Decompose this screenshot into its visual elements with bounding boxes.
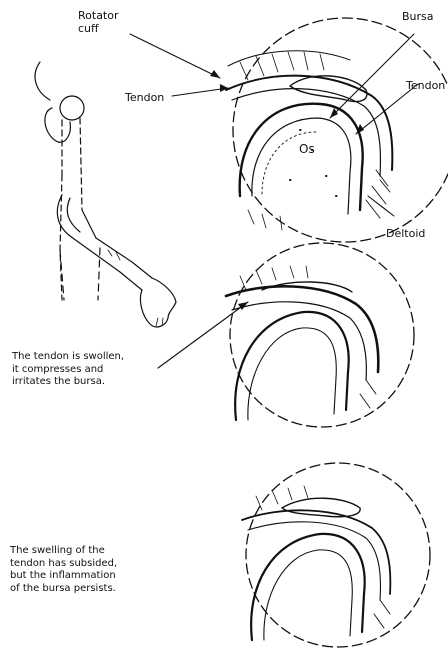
deltoid-label: Deltoid bbox=[386, 227, 425, 240]
tendon-left-label: Tendon bbox=[125, 91, 164, 104]
shoulder-joint-middle bbox=[226, 243, 414, 427]
os-label: Os bbox=[299, 143, 315, 156]
bursa-label: Bursa bbox=[402, 10, 434, 23]
shoulder-joint-top bbox=[226, 18, 448, 242]
caption-swollen-tendon: The tendon is swollen, it compresses and… bbox=[12, 351, 124, 389]
shoulder-joint-bottom bbox=[242, 463, 430, 647]
arrow-heads bbox=[210, 70, 364, 310]
rotator-cuff-label: Rotator cuff bbox=[78, 9, 119, 35]
leader-lines bbox=[130, 34, 418, 368]
tendon-right-label: Tendon bbox=[406, 79, 445, 92]
caption-subsided-swelling: The swelling of the tendon has subsided,… bbox=[10, 545, 117, 595]
